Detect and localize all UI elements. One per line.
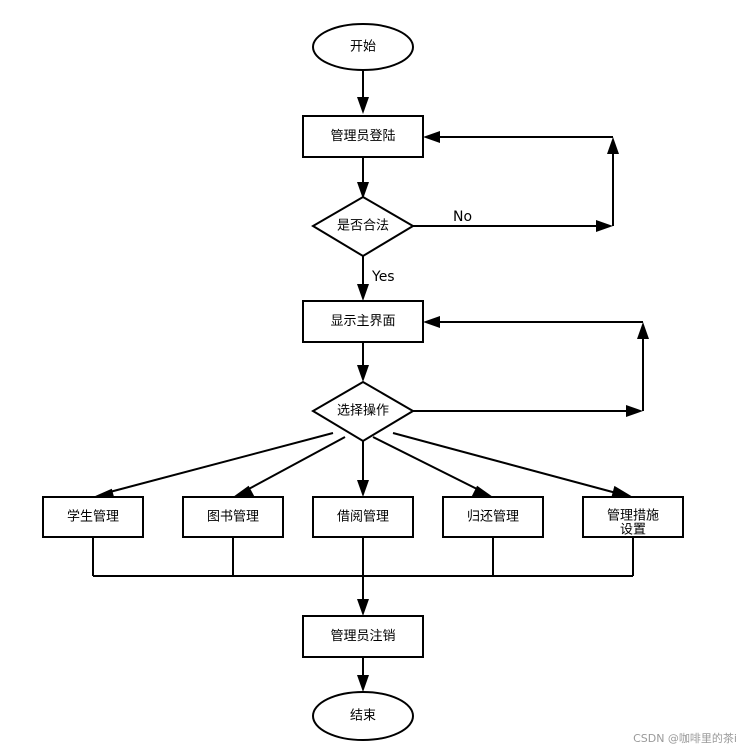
arrowhead-no-branch	[596, 220, 613, 232]
valid-label: 是否合法	[337, 219, 389, 234]
arrowhead-main-return	[423, 316, 440, 328]
logout-label: 管理员注销	[330, 629, 395, 644]
connector-choose-student	[105, 432, 334, 494]
nodes: 开始 管理员登陆 是否合法 显示主界面 选择操作 学生管理 图书管理 借阅管理 …	[42, 23, 684, 741]
arrowhead-logout	[357, 599, 369, 616]
end-terminal	[312, 691, 414, 741]
arrowhead-return	[471, 485, 493, 497]
connector-choose-settings	[392, 432, 621, 495]
settings-label-line1: 管理措施	[607, 509, 659, 524]
valid-decision	[311, 195, 415, 258]
connector-choose-return	[372, 436, 482, 492]
return-process	[442, 496, 544, 538]
book-process	[182, 496, 284, 538]
no-edge-label: No	[453, 209, 472, 225]
start-label: 开始	[350, 40, 376, 55]
arrowhead-valid	[357, 182, 369, 199]
settings-label-line2: 设置	[620, 523, 646, 538]
student-label: 学生管理	[67, 509, 119, 525]
arrowhead-login	[357, 97, 369, 114]
arrowhead-choose	[357, 365, 369, 382]
main-screen-process	[302, 300, 424, 343]
arrowhead-book	[233, 485, 255, 497]
borrow-process	[312, 496, 414, 538]
arrowhead-no-loop-up	[607, 137, 619, 154]
logout-process	[302, 615, 424, 658]
arrowhead-choose-loop	[626, 405, 643, 417]
arrowhead-main	[357, 284, 369, 301]
login-label: 管理员登陆	[330, 128, 395, 144]
borrow-label: 借阅管理	[337, 510, 389, 525]
connector-choose-book	[244, 436, 346, 492]
book-label: 图书管理	[207, 510, 259, 525]
connectors	[92, 70, 649, 692]
return-label: 归还管理	[467, 510, 519, 525]
login-process	[302, 115, 424, 158]
yes-edge-label: Yes	[371, 269, 395, 285]
choose-label: 选择操作	[337, 403, 389, 419]
choose-decision	[311, 380, 415, 443]
end-label: 结束	[350, 709, 376, 724]
arrowhead-end	[357, 675, 369, 692]
arrowhead-login-return	[423, 131, 440, 143]
arrowhead-borrow	[357, 480, 369, 497]
arrowhead-settings	[611, 485, 633, 498]
settings-process	[582, 496, 684, 538]
arrowhead-choose-loop-up	[637, 322, 649, 339]
main-screen-label: 显示主界面	[330, 314, 395, 329]
watermark: CSDN @咖啡里的茶i	[633, 731, 737, 745]
student-process	[42, 496, 144, 538]
start-terminal	[312, 23, 414, 71]
